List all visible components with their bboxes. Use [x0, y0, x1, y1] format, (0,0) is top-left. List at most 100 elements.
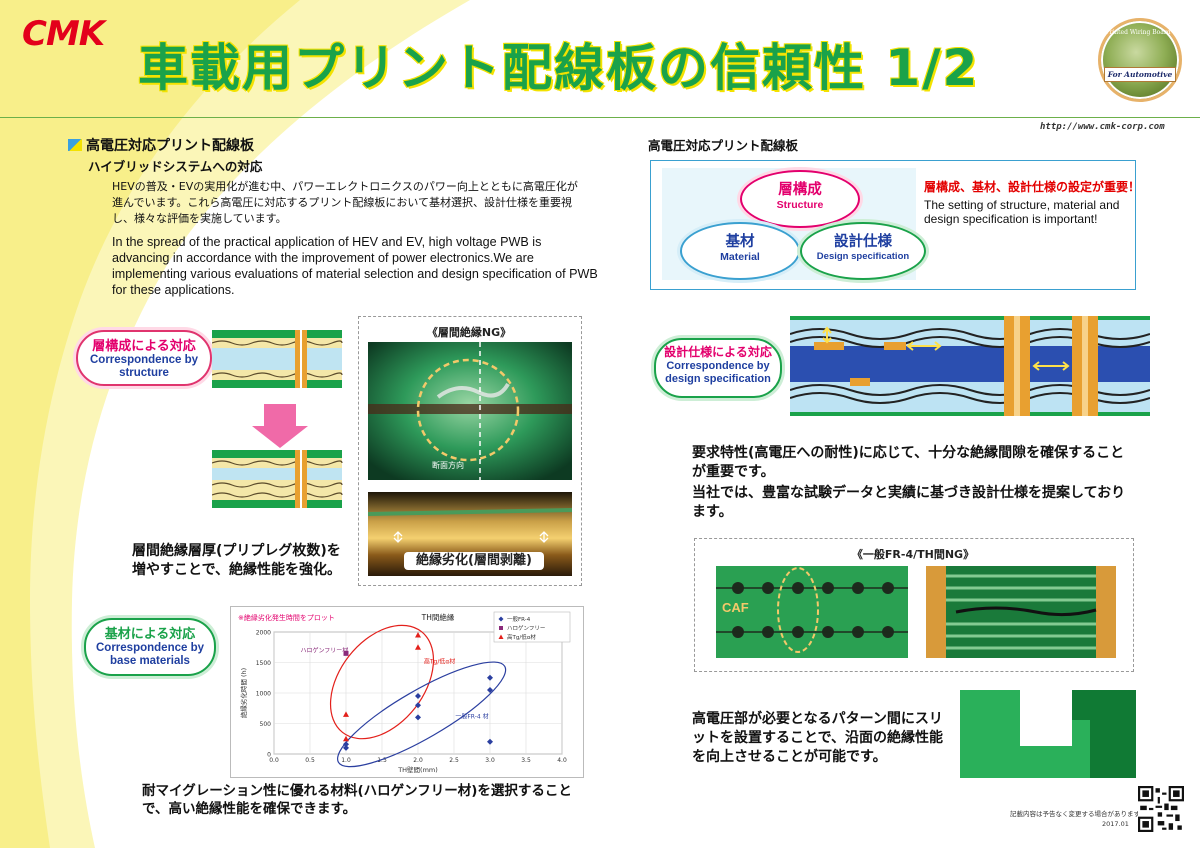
left-subheading: ハイブリッドシステムへの対応 — [88, 159, 263, 174]
x-tick-label: 0.5 — [305, 757, 315, 764]
key-factors-note-en: The setting of structure, material and d… — [924, 198, 1120, 226]
interlayer-ng-photo — [368, 342, 572, 480]
header-divider — [0, 117, 1200, 118]
design-oval-en: Design specification — [816, 251, 910, 262]
data-point-0 — [343, 741, 349, 748]
chart-legend-box — [493, 611, 571, 643]
y-axis-label: 絶縁劣化時間 (h) — [239, 668, 248, 718]
fr4-ng-label: 《一般FR-4/TH間NG》 — [851, 548, 975, 561]
cross-direction-caption: 断面方向 — [432, 461, 464, 470]
annotation-high-tg: 高Tg/低α材 — [424, 657, 455, 665]
structure-oval: 層構成 Structure — [740, 170, 860, 228]
left-heading-text: 高電圧対応プリント配線板 — [86, 138, 254, 154]
y-tick-label: 500 — [260, 721, 272, 728]
intro-paragraph-jp: HEVの普及・EVの実用化が進む中、パワーエレクトロニクスのパワー向上とともに高… — [112, 180, 578, 225]
website-url: http://www.cmk-corp.com — [1040, 122, 1165, 132]
cross-section-after — [212, 450, 343, 508]
cmk-logo: CMK — [22, 14, 105, 54]
annotation-fr4: 一般FR-4 材 — [455, 713, 488, 721]
caf-label: CAF — [722, 600, 749, 615]
design-cross-section-diagram — [790, 316, 1150, 416]
badge-band-text: For Automotive — [1104, 67, 1176, 82]
qr-code-icon — [1138, 786, 1184, 832]
badge-top-text: Printed Wiring Board — [1105, 29, 1171, 36]
material-oval: 基材 Material — [680, 222, 800, 280]
x-tick-label: 1.0 — [341, 757, 351, 764]
structure-oval-jp: 層構成 — [778, 182, 822, 198]
data-point-0 — [415, 714, 421, 721]
x-tick-label: 3.5 — [521, 757, 531, 764]
x-tick-label: 3.0 — [485, 757, 495, 764]
design-pill-en: Correspondence by design specification — [665, 360, 771, 385]
structure-oval-en: Structure — [776, 199, 824, 211]
interlayer-ng-label: 《層間絶縁NG》 — [426, 326, 512, 339]
chart-title: TH間絶縁 — [421, 612, 455, 622]
fr4-group-ellipse — [337, 661, 507, 768]
data-point-2 — [343, 711, 349, 717]
design-pill: 設計仕様による対応 Correspondence by design speci… — [654, 338, 782, 398]
halogen-free-group-ellipse — [329, 624, 435, 740]
x-tick-label: 2.5 — [449, 757, 459, 764]
legend-marker — [498, 634, 504, 639]
structure-description: 層間絶縁層厚(プリプレグ枚数)を増やすことで、絶縁性能を強化。 — [132, 543, 342, 578]
intro-paragraph-en: In the spread of the practical applicati… — [112, 235, 598, 297]
right-heading: 高電圧対応プリント配線板 — [648, 138, 799, 153]
delamination-label: 絶縁劣化(層間剥離) — [404, 552, 544, 570]
y-tick-label: 1000 — [256, 691, 271, 698]
data-point-0 — [415, 693, 421, 700]
design-oval: 設計仕様 Design specification — [800, 222, 926, 280]
x-tick-label: 0.0 — [269, 757, 279, 764]
structure-pill: 層構成による対応 Correspondence by structure — [76, 330, 212, 386]
structure-pill-en: Correspondence by structure — [90, 354, 198, 379]
data-point-0 — [487, 738, 493, 745]
footer-date: 2017.01 — [1102, 820, 1129, 828]
down-arrow-icon — [252, 404, 308, 448]
legend-label: 一般FR-4 — [507, 615, 531, 623]
data-point-0 — [415, 702, 421, 709]
y-tick-label: 1500 — [256, 660, 271, 667]
x-tick-label: 2.0 — [413, 757, 423, 764]
caf-photo — [716, 566, 908, 658]
material-oval-jp: 基材 — [725, 234, 755, 250]
cross-section-before — [212, 330, 343, 388]
slit-description: 高電圧部が必要となるパターン間にスリットを設置することで、沿面の絶縁性能を向上さ… — [692, 711, 944, 765]
heading-marker-icon — [68, 139, 82, 151]
design-pill-jp: 設計仕様による対応 — [664, 345, 772, 359]
design-oval-jp: 設計仕様 — [834, 234, 892, 250]
key-factors-note-jp: 層構成、基材、設計仕様の設定が重要！ — [924, 180, 1141, 194]
material-pill-jp: 基材による対応 — [104, 627, 196, 642]
structure-cross-section-diagram — [212, 330, 343, 508]
design-description-1: 要求特性(高電圧への耐性)に応じて、十分な絶縁間隙を確保することが重要です。 — [692, 445, 1125, 480]
footer-disclaimer: 記載内容は予告なく変更する場合があります。 — [1010, 810, 1146, 818]
data-point-2 — [343, 735, 349, 742]
data-point-0 — [487, 686, 493, 693]
y-tick-label: 0 — [267, 752, 271, 759]
insulation-chart: 0 500 1000 1500 2000 0.0 0.5 1.0 1.5 2.0 2.5 3.0 3.5… — [238, 611, 571, 774]
data-point-0 — [487, 674, 493, 681]
data-point-2 — [415, 632, 421, 638]
annotation-halogen-free: ハロゲンフリー材 — [300, 646, 348, 654]
chart-note: ※絶縁劣化発生時間をプロット — [238, 613, 335, 622]
legend-marker — [498, 616, 504, 622]
page-title: 車載用プリント配線板の信頼性 1/2 — [138, 39, 980, 97]
data-point-0 — [343, 744, 349, 751]
left-heading: 高電圧対応プリント配線板 — [68, 135, 254, 155]
legend-label: ハロゲンフリー — [507, 624, 545, 632]
x-axis-label: TH壁間(mm) — [397, 765, 438, 774]
material-oval-en: Material — [720, 251, 760, 263]
material-pill-en: Correspondence by base materials — [96, 642, 204, 667]
material-pill: 基材による対応 Correspondence by base materials — [84, 618, 216, 676]
design-description-2: 当社では、豊富な試験データと実績に基づき設計仕様を提案しております。 — [692, 485, 1126, 520]
material-description: 耐マイグレーション性に優れる材料(ハロゲンフリー材)を選択することで、高い絶縁性… — [142, 783, 572, 817]
data-point-2 — [415, 644, 421, 650]
pwb-automotive-badge-icon — [1098, 18, 1182, 102]
x-tick-label: 4.0 — [557, 757, 567, 764]
legend-marker — [499, 626, 503, 630]
th-ng-photo — [926, 566, 1116, 658]
x-tick-label: 1.5 — [377, 757, 387, 764]
slit-pattern-diagram — [960, 690, 1136, 778]
y-tick-label: 2000 — [256, 630, 271, 637]
structure-pill-jp: 層構成による対応 — [92, 339, 196, 354]
